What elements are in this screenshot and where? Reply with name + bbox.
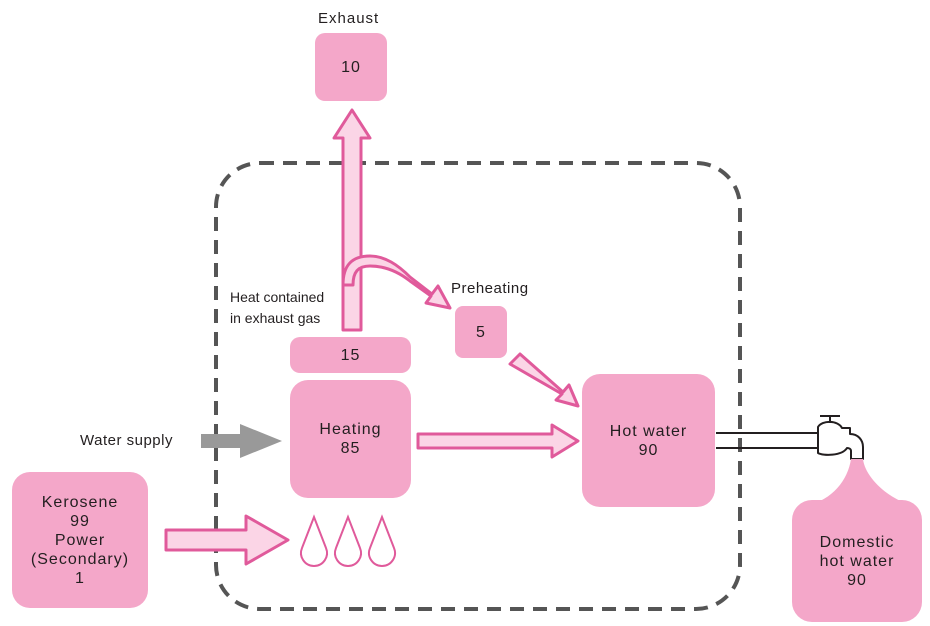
fuel-input-arrow [164, 514, 290, 566]
water-supply-arrow [201, 424, 282, 458]
power-value: 1 [75, 569, 85, 587]
exhaust-arrow [332, 108, 372, 332]
faucet-icon [817, 415, 864, 460]
preheating-title: Preheating [451, 280, 529, 297]
heating-box: Heating 85 [290, 380, 411, 498]
exhaust-gas-label-line1: Heat contained [230, 289, 325, 305]
preheating-value: 5 [476, 323, 486, 341]
hot-water-box: Hot water 90 [582, 374, 715, 507]
water-stream [808, 459, 912, 505]
flame-icon [334, 514, 362, 567]
flame-icon [300, 514, 328, 567]
heating-to-hotwater-arrow [416, 423, 580, 459]
exhaust-gas-value: 15 [340, 346, 361, 364]
preheating-box: 5 [455, 306, 507, 358]
hot-water-value: 90 [638, 441, 659, 459]
heating-value: 85 [340, 440, 361, 457]
preheat-to-hotwater-arrow [508, 352, 580, 408]
water-supply-label: Water supply [80, 432, 173, 449]
domestic-hot-water-value: 90 [847, 571, 867, 589]
kerosene-value: 99 [70, 512, 90, 530]
exhaust-gas-box: 15 [290, 337, 411, 373]
domestic-hot-water-box: Domestic hot water 90 [792, 500, 922, 622]
exhaust-value: 10 [341, 58, 361, 76]
kerosene-label: Kerosene [41, 493, 119, 511]
exhaust-gas-label: Heat contained in exhaust gas [230, 287, 324, 329]
power-label: Power [54, 531, 106, 549]
power-sub-label: (Secondary) [30, 550, 130, 568]
preheating-curve-arrow [341, 254, 452, 310]
exhaust-gas-label-line2: in exhaust gas [230, 310, 321, 326]
exhaust-title: Exhaust [318, 10, 380, 27]
system-boundary [214, 161, 742, 611]
domestic-hot-water-label-line2: hot water [819, 552, 895, 570]
domestic-hot-water-label-line1: Domestic [819, 533, 895, 551]
fuel-input-box: Kerosene 99 Power (Secondary) 1 [12, 472, 148, 608]
flame-icon [368, 514, 396, 567]
hot-water-label: Hot water [609, 422, 688, 440]
exhaust-box: 10 [315, 33, 387, 101]
heating-label: Heating [319, 421, 382, 438]
